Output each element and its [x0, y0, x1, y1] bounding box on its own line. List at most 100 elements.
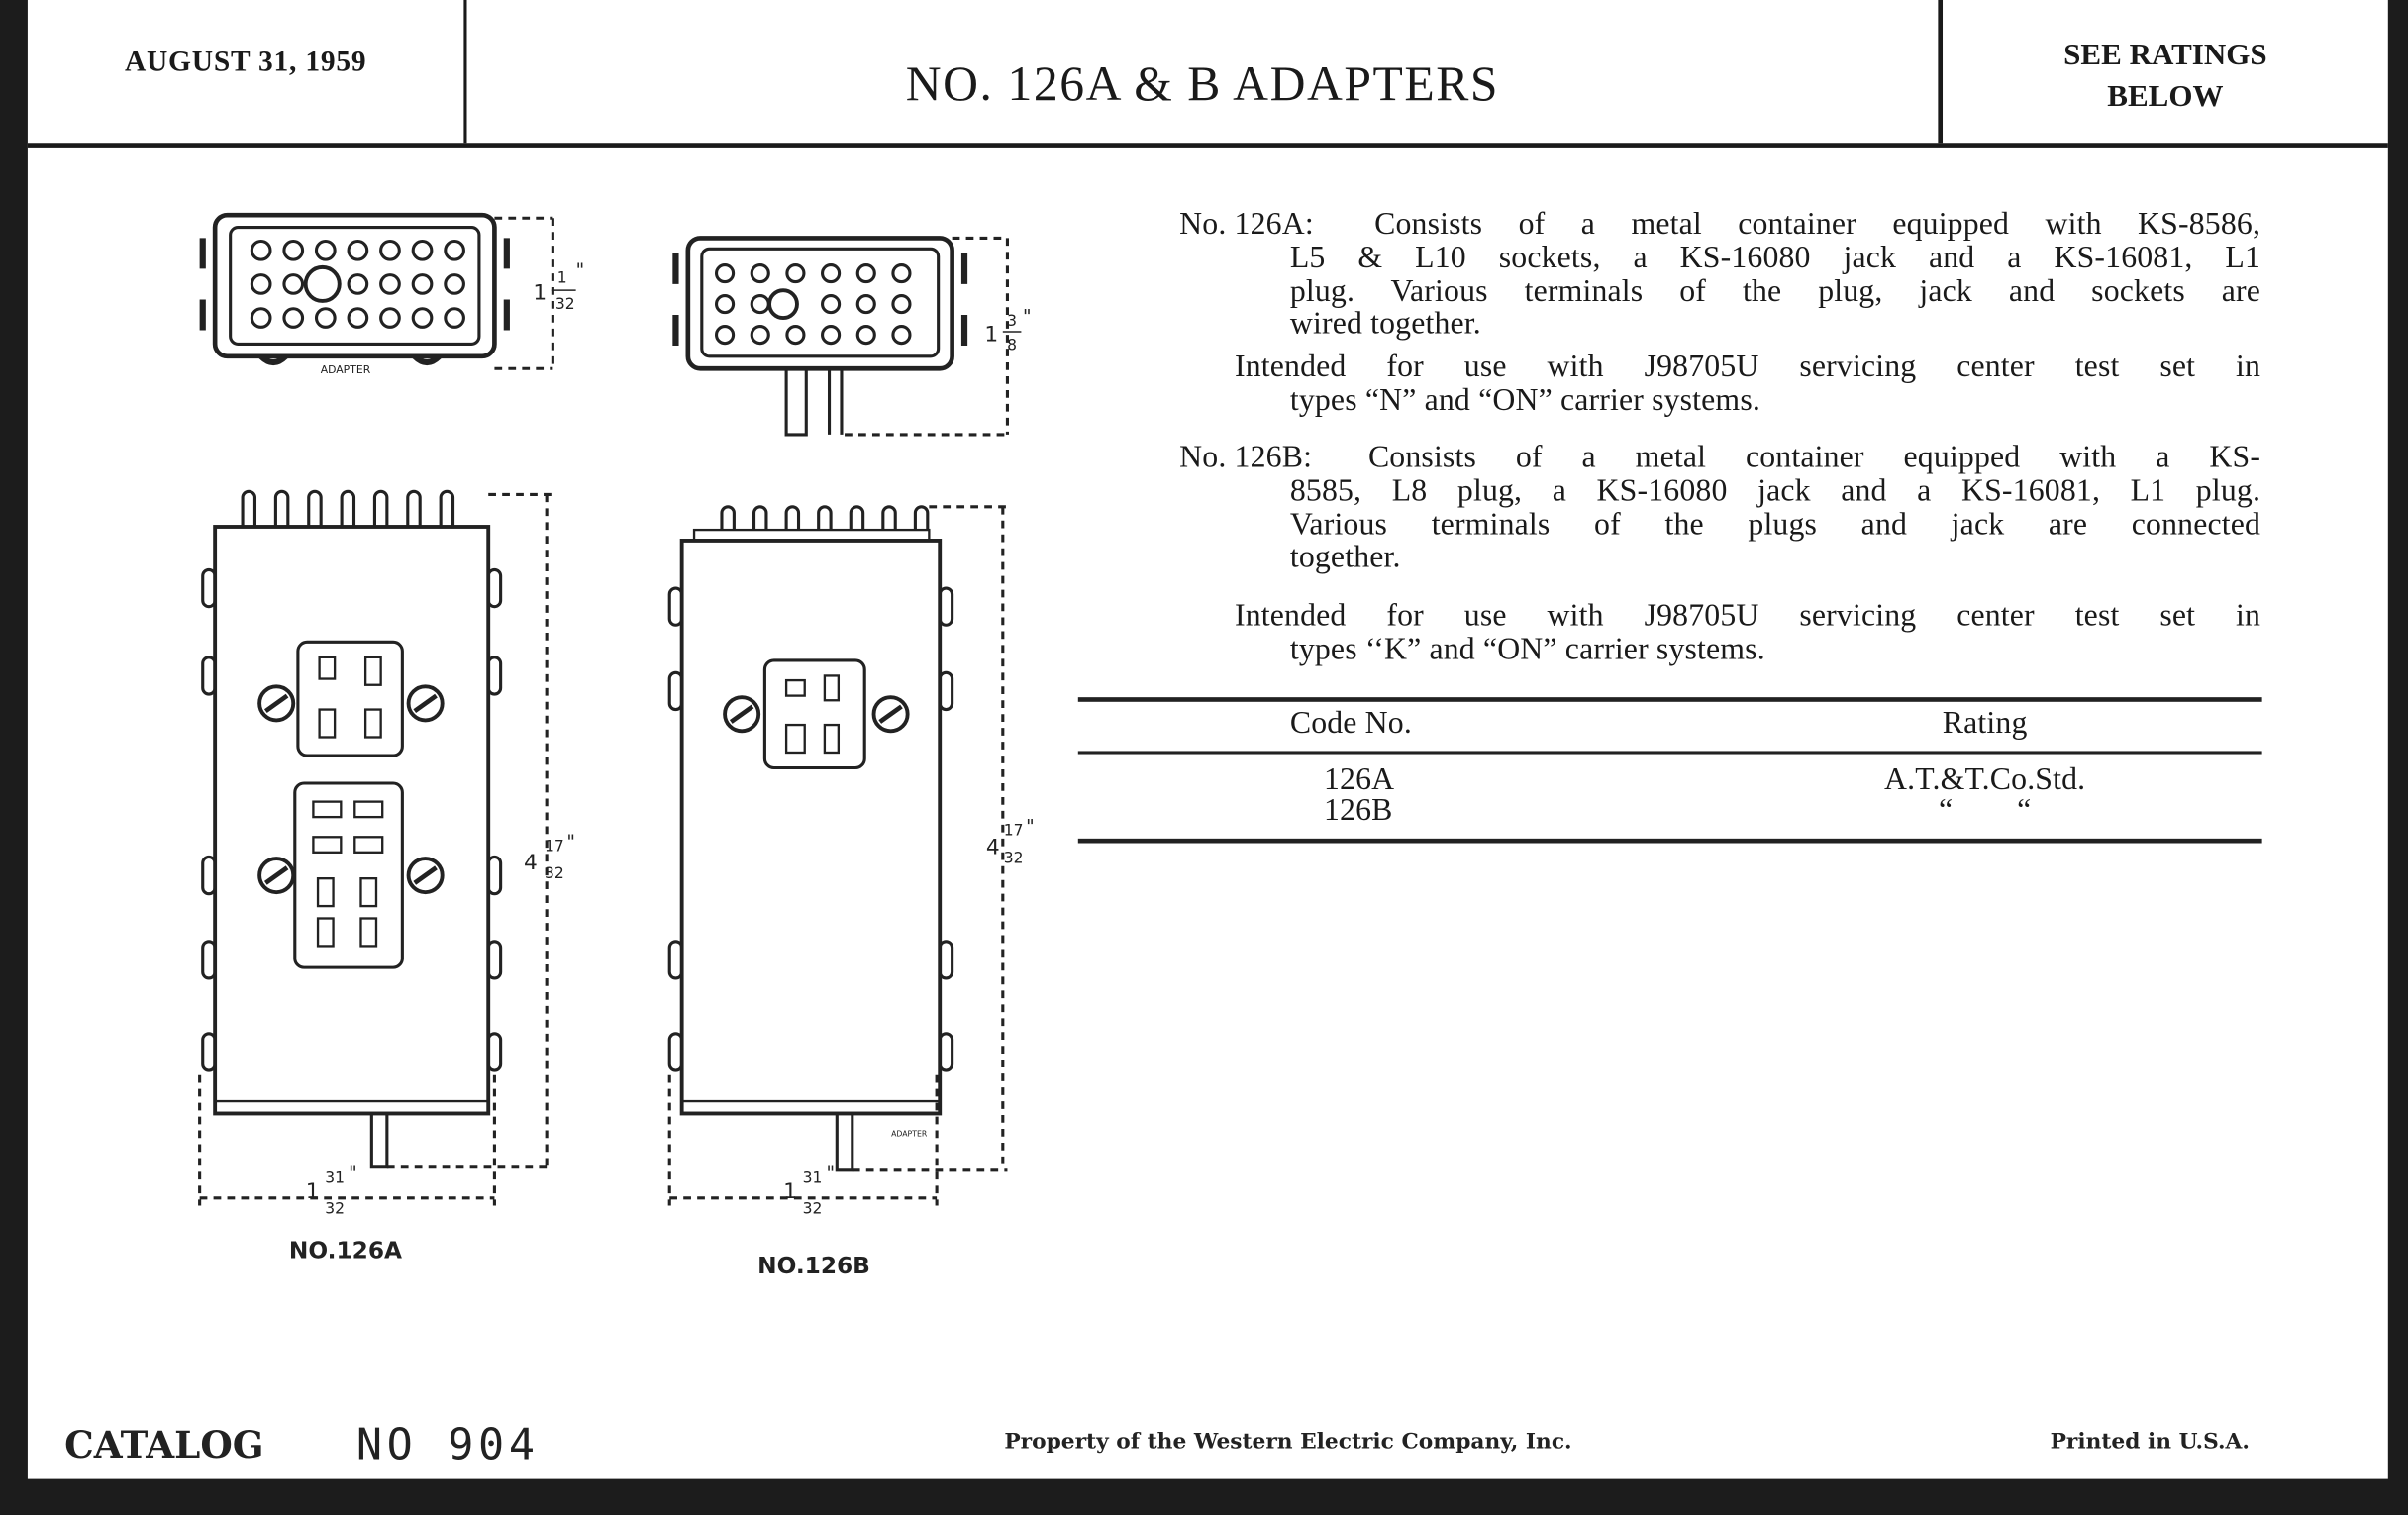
p3-line: Consists of a metal container equipped w… — [1367, 441, 2261, 475]
side-terminal — [201, 940, 217, 980]
terminal-hole — [347, 307, 369, 329]
side-terminal — [667, 586, 684, 627]
caption-126b: NO.126B — [757, 1253, 870, 1279]
svg-text:32: 32 — [555, 295, 575, 313]
caption-126a: NO.126A — [289, 1237, 402, 1263]
terminal-hole — [891, 325, 912, 346]
terminal-hole — [250, 307, 272, 329]
socket-slot — [316, 917, 335, 948]
terminal-hole — [411, 307, 434, 329]
terminal-pin — [273, 489, 290, 527]
terminal-hole — [714, 262, 736, 284]
p2-line: Intended for use with J98705U servicing … — [1235, 350, 2261, 384]
table-top-rule — [1077, 697, 2262, 702]
side-terminal — [486, 1032, 503, 1072]
svg-text:": " — [576, 260, 585, 281]
terminal-pin — [307, 489, 323, 527]
side-terminal — [486, 940, 503, 980]
screw-icon — [871, 695, 910, 734]
svg-text:4: 4 — [524, 851, 538, 875]
terminal-hole — [821, 325, 842, 346]
p1-line: L5 & L10 sockets, a KS-16080 jack and a … — [1289, 241, 2261, 275]
terminal-hole — [750, 325, 770, 346]
p1-line: wired together. — [1289, 307, 1481, 342]
footer-property-notice: Property of the Western Electric Company… — [1004, 1429, 1572, 1455]
screw-slot — [413, 865, 438, 885]
table-cell-code: 126B — [1323, 793, 1393, 828]
side-terminal — [667, 940, 684, 980]
svg-text:": " — [826, 1163, 835, 1184]
svg-text:32: 32 — [1004, 850, 1024, 867]
side-terminal — [667, 670, 684, 712]
screw-icon — [257, 684, 296, 723]
terminal-hole — [379, 307, 401, 329]
dimension-label-height-a: 4 17 32 " — [524, 832, 575, 882]
terminal-hole — [347, 273, 369, 295]
table-header-rule — [1077, 751, 2262, 754]
socket-slot — [312, 800, 343, 819]
svg-text:": " — [1026, 817, 1035, 838]
socket-slot — [363, 708, 382, 739]
side-terminal — [201, 1032, 217, 1072]
terminal-hole — [785, 262, 806, 284]
p3-label: No. 126B: — [1179, 441, 1313, 475]
header-divider-left — [463, 0, 467, 144]
terminal-hole — [347, 239, 369, 261]
terminal-hole — [250, 273, 272, 295]
side-terminal — [486, 567, 503, 609]
socket-slot — [359, 917, 378, 948]
svg-text:32: 32 — [803, 1199, 823, 1217]
svg-text:31: 31 — [325, 1168, 345, 1186]
terminal-hole — [891, 262, 912, 284]
adapter-126a-top-view: ADAPTER 1 1 32 " — [199, 212, 585, 376]
terminal-pin — [849, 505, 865, 531]
side-terminal — [667, 1032, 684, 1072]
terminal-hole — [444, 273, 465, 295]
terminal-pin — [340, 489, 356, 527]
terminal-hole — [282, 239, 305, 261]
screw-slot — [263, 865, 289, 885]
svg-text:1: 1 — [984, 322, 998, 347]
side-terminal — [938, 940, 954, 980]
terminal-hole — [785, 325, 806, 346]
svg-text:31: 31 — [803, 1168, 823, 1186]
adapter-126a-front-view: 4 17 32 " 1 31 32 " NO.126A — [198, 489, 575, 1263]
screw-icon — [406, 857, 445, 895]
side-terminal — [201, 656, 217, 696]
terminal-hole — [282, 273, 305, 295]
dimension-label-width-a: 1 31 32 " — [306, 1163, 357, 1217]
screw-slot — [729, 704, 754, 724]
svg-text:17: 17 — [1004, 822, 1024, 840]
terminal-pin — [913, 505, 930, 531]
terminal-hole — [821, 294, 842, 315]
screw-icon — [406, 684, 445, 723]
socket-slot — [312, 836, 343, 854]
screw-slot — [413, 693, 438, 714]
terminal-hole — [750, 262, 770, 284]
side-terminal — [201, 567, 217, 609]
ratings-note-line: SEE RATINGS — [2063, 38, 2267, 72]
svg-text:": " — [566, 832, 575, 853]
header-divider-right — [1938, 0, 1944, 144]
svg-text:32: 32 — [545, 864, 564, 882]
socket-slot — [316, 877, 335, 908]
terminal-hole — [411, 273, 434, 295]
p1-line: Consists of a metal container equipped w… — [1374, 207, 2261, 242]
dimension-label-top-b: 1 3 8 " — [984, 307, 1031, 354]
terminal-pin — [881, 505, 897, 531]
terminal-hole — [282, 307, 305, 329]
terminal-hole — [855, 325, 876, 346]
svg-text:1: 1 — [557, 268, 567, 286]
adapter-label: ADAPTER — [321, 363, 371, 376]
screw-icon — [257, 857, 296, 895]
dimension-label-height-b: 4 17 32 " — [986, 817, 1035, 867]
svg-text:1: 1 — [306, 1179, 320, 1204]
svg-text:32: 32 — [325, 1199, 345, 1217]
screw-slot — [878, 704, 903, 724]
table-header-rating: Rating — [1942, 706, 2028, 741]
screw-icon — [723, 695, 761, 734]
socket-slot — [318, 656, 337, 680]
svg-text:8: 8 — [1007, 337, 1017, 354]
